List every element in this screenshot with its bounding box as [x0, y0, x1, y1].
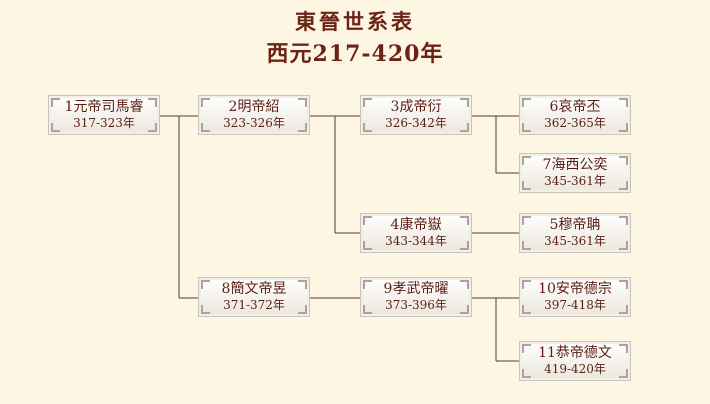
node-chengdi: 3成帝衍 326-342年 — [360, 95, 472, 135]
node-xiaowudi: 9孝武帝曜 373-396年 — [360, 277, 472, 317]
node-years: 345-361年 — [544, 234, 606, 248]
node-years: 371-372年 — [223, 298, 285, 312]
node-name: 4康帝嶽 — [390, 217, 442, 233]
node-haixigong: 7海西公奕 345-361年 — [519, 153, 631, 193]
node-name: 10安帝德宗 — [538, 281, 612, 297]
node-gongdi: 11恭帝德文 419-420年 — [519, 341, 631, 381]
node-years: 373-396年 — [385, 298, 447, 312]
node-name: 3成帝衍 — [390, 99, 442, 115]
node-years: 317-323年 — [73, 116, 135, 130]
node-name: 6哀帝丕 — [549, 99, 601, 115]
node-name: 2明帝紹 — [228, 99, 280, 115]
node-years: 362-365年 — [544, 116, 606, 130]
node-yuandi: 1元帝司馬睿 317-323年 — [48, 95, 160, 135]
node-name: 8簡文帝昱 — [221, 281, 287, 297]
node-years: 397-418年 — [544, 298, 606, 312]
node-mingdi: 2明帝紹 323-326年 — [198, 95, 310, 135]
node-years: 326-342年 — [385, 116, 447, 130]
chart-subtitle: 西元217-420年 — [266, 41, 444, 67]
node-years: 419-420年 — [544, 362, 606, 376]
node-kangdi: 4康帝嶽 343-344年 — [360, 213, 472, 253]
node-name: 5穆帝聃 — [549, 217, 601, 233]
node-name: 9孝武帝曜 — [383, 281, 449, 297]
node-mudi: 5穆帝聃 345-361年 — [519, 213, 631, 253]
node-years: 343-344年 — [385, 234, 447, 248]
node-andi: 10安帝德宗 397-418年 — [519, 277, 631, 317]
node-name: 1元帝司馬睿 — [64, 99, 144, 115]
chart-title: 東晉世系表 — [295, 9, 415, 34]
node-years: 345-361年 — [544, 174, 606, 188]
node-name: 11恭帝德文 — [538, 345, 612, 361]
node-name: 7海西公奕 — [542, 157, 608, 173]
node-aidi: 6哀帝丕 362-365年 — [519, 95, 631, 135]
node-jianwendi: 8簡文帝昱 371-372年 — [198, 277, 310, 317]
node-years: 323-326年 — [223, 116, 285, 130]
